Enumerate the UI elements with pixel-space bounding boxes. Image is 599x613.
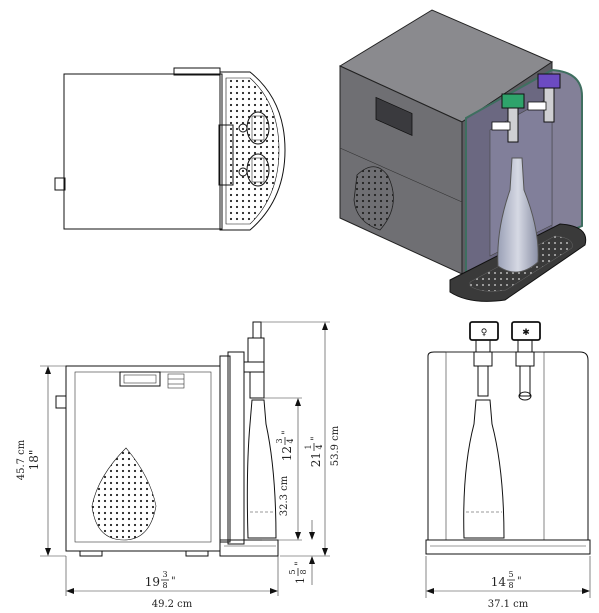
svg-text:3: 3 (275, 438, 284, 443)
side-view-display (119, 371, 161, 387)
side-view (55, 321, 279, 557)
side-view-knob (55, 395, 67, 409)
svg-text:": " (310, 436, 321, 441)
top-view (54, 67, 286, 231)
svg-text:8: 8 (299, 569, 308, 574)
width-in-label: 19 3 8 " (145, 570, 176, 590)
svg-text:1: 1 (304, 444, 313, 449)
svg-text:1: 1 (294, 577, 307, 584)
svg-text:8: 8 (508, 581, 513, 590)
side-view-door-frame (219, 355, 231, 543)
svg-text:4: 4 (286, 438, 295, 443)
svg-text:14: 14 (491, 575, 507, 589)
height-cm-label: 45.7 cm (16, 439, 27, 480)
svg-text:": " (171, 576, 176, 587)
svg-text:8: 8 (162, 581, 167, 590)
svg-text:": " (281, 430, 292, 435)
svg-text:4: 4 (315, 444, 324, 449)
svg-text:5: 5 (288, 569, 297, 574)
svg-text:": " (294, 561, 305, 566)
svg-text:3: 3 (162, 570, 167, 579)
width-cm-label: 49.2 cm (152, 599, 193, 610)
total-in-label: 21 1 4 " (304, 436, 324, 467)
isometric-view (338, 9, 587, 302)
top-view-knob (54, 177, 66, 191)
iso-display-purple (537, 73, 561, 89)
depth-in-label: 14 5 8 " (491, 570, 522, 590)
top-view-tray-grate (225, 77, 280, 225)
iso-display-green (501, 93, 525, 109)
base-in-label: 1 5 8 " (288, 561, 308, 584)
top-view-tray (219, 71, 286, 231)
dimension-labels: 45.7 cm 18" 19 3 8 " 49.2 cm 32.3 cm 12 … (16, 425, 529, 610)
svg-text:♀: ♀ (481, 328, 488, 338)
front-view-body (427, 351, 589, 541)
side-view-bottle (246, 399, 277, 539)
top-view-body (63, 73, 223, 230)
svg-text:12: 12 (280, 446, 294, 461)
side-view-tray (219, 539, 279, 557)
bottle-cm-label: 32.3 cm (279, 475, 290, 516)
height-in-label: 18" (27, 450, 41, 471)
front-view-base (425, 539, 591, 555)
svg-text:✱: ✱ (522, 328, 530, 338)
total-cm-label: 53.9 cm (330, 425, 341, 466)
svg-text:21: 21 (309, 452, 323, 467)
side-view-faucet-handle (252, 321, 262, 339)
depth-cm-label: 37.1 cm (488, 599, 529, 610)
side-view-vent (91, 447, 157, 541)
iso-bottle (497, 157, 539, 273)
svg-text:5: 5 (508, 570, 513, 579)
bottle-in-label: 12 3 4 " (275, 430, 295, 461)
iso-display-panel (375, 96, 413, 137)
dimension-lines (40, 321, 591, 598)
iso-vent-grille (353, 166, 394, 231)
front-view: ♀ ✱ (425, 321, 591, 555)
svg-text:19: 19 (145, 575, 160, 589)
top-view-frame (218, 124, 234, 186)
svg-text:": " (517, 576, 522, 587)
front-view-bottle (463, 399, 505, 539)
